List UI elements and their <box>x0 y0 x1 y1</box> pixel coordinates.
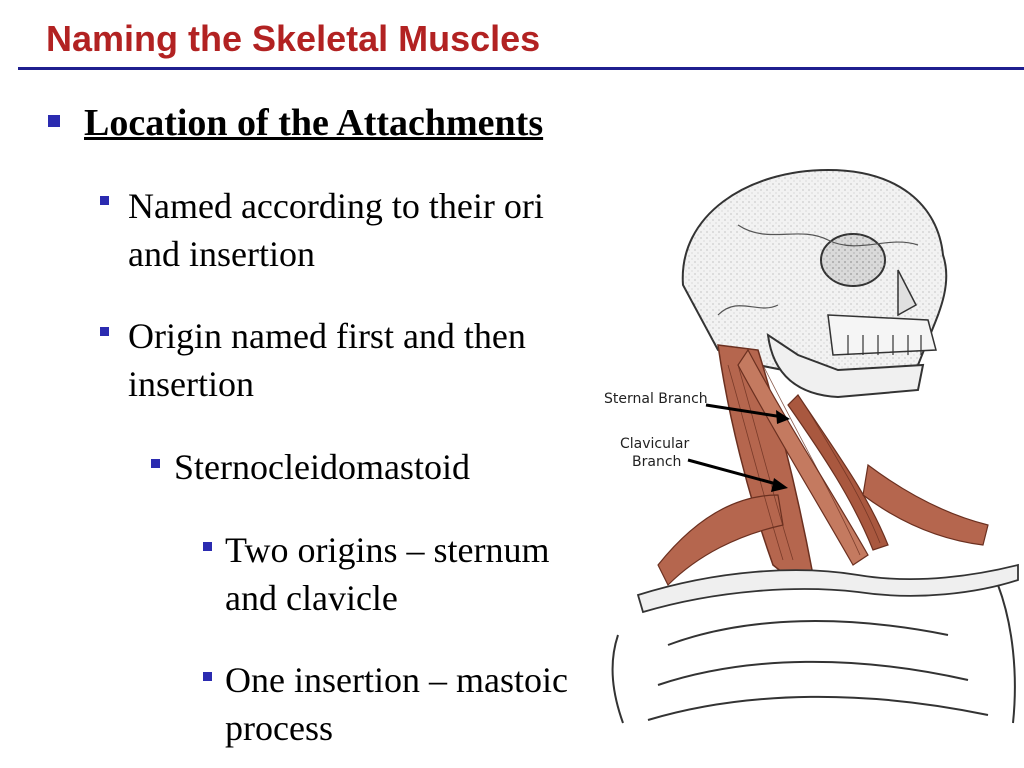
bullet-icon <box>100 196 109 205</box>
bullet-text: One insertion – mastoic <box>225 660 568 700</box>
skull-neck-drawing: Sternal Branch Clavicular Branch <box>604 168 1019 724</box>
slide-content: Location of the Attachments Named accord… <box>48 102 568 748</box>
neck-anatomy-illustration: Sternal Branch Clavicular Branch <box>598 165 1024 725</box>
neck-muscle <box>737 348 869 566</box>
bullet-text: and clavicle <box>225 578 398 618</box>
clavicular-branch-label: Branch <box>632 454 681 470</box>
title-divider <box>18 67 1024 70</box>
neck-muscle <box>862 463 989 546</box>
nasal-cavity <box>897 269 917 317</box>
slide-title: Naming the Skeletal Muscles <box>46 18 541 59</box>
bullet-icon <box>203 672 212 681</box>
clavicular-arrow <box>687 458 781 487</box>
neck-muscle <box>787 394 889 551</box>
teeth <box>847 335 922 355</box>
bullet-text: and insertion <box>128 234 315 274</box>
mandible <box>766 332 925 399</box>
section-heading: Location of the Attachments <box>84 102 544 144</box>
trapezius-muscle <box>657 494 784 587</box>
bullet-text: Sternocleidomastoid <box>174 447 470 487</box>
clavicular-branch-label: Clavicular <box>620 436 689 452</box>
bullet-text: insertion <box>128 364 254 404</box>
bullet-text: Origin named first and then <box>128 316 526 356</box>
clavicle <box>636 563 1019 614</box>
bullet-text: Two origins – sternum <box>225 530 550 570</box>
sternal-arrow <box>705 403 784 419</box>
upper-jaw <box>827 314 937 356</box>
sternal-branch-label: Sternal Branch <box>604 391 708 407</box>
bullet-icon <box>100 327 109 336</box>
bullet-icon <box>48 115 60 127</box>
bullet-icon <box>151 459 160 468</box>
bullet-text: process <box>225 708 333 748</box>
bullet-text: Named according to their ori <box>128 186 544 226</box>
bullet-icon <box>203 542 212 551</box>
